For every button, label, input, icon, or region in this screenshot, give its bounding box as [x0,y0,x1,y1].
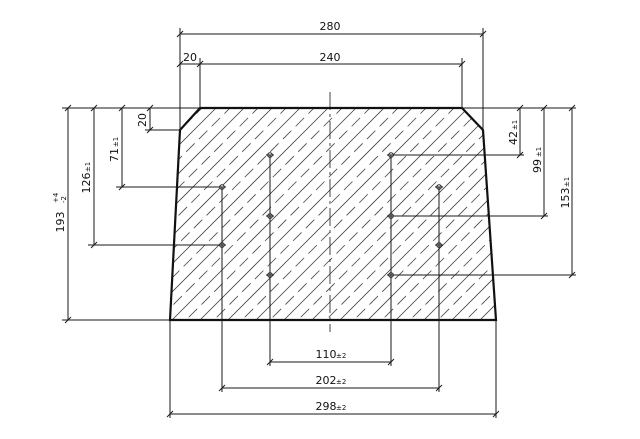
dim-right-42: 42 ±1 [507,120,520,145]
svg-text:-2: -2 [60,196,68,203]
dim-right-153: 153 ±1 [559,177,572,209]
dim-top-width: 280 [320,20,341,33]
svg-text:298: 298 [316,400,337,413]
dim-left-71: 71 ±1 [108,137,121,162]
svg-text:202: 202 [316,374,337,387]
svg-text:±1: ±1 [511,120,519,130]
svg-text:±1: ±1 [112,137,120,147]
svg-text:±2: ±2 [336,352,346,360]
svg-text:±2: ±2 [336,404,346,412]
dim-top-inner: 240 [320,51,341,64]
dim-left-126: 126 ±1 [80,162,93,194]
rebar-points [219,152,442,278]
svg-text:99: 99 [531,159,544,173]
svg-text:42: 42 [507,131,520,145]
svg-text:±2: ±2 [336,378,346,386]
extension-lines-top [179,28,484,130]
chamfer-vertical-dim [145,107,200,131]
section-outline [168,106,498,322]
svg-text:±1: ±1 [563,177,571,187]
svg-text:±1: ±1 [84,162,92,172]
svg-text:193: 193 [54,212,67,233]
point-ticks [218,154,443,276]
svg-text:126: 126 [80,173,93,194]
extension-lines-bottom [169,155,497,418]
svg-text:±1: ±1 [535,147,543,157]
svg-text:153: 153 [559,188,572,209]
dimension-lines-top [180,33,483,65]
section-hatching [170,108,496,320]
dim-chamfer-horizontal: 20 [183,51,197,64]
dim-chamfer-vertical: 20 [136,113,149,127]
dim-height: 193 +4 -2 [52,192,68,232]
dimension-lines-bottom [170,361,496,415]
svg-text:71: 71 [108,148,121,162]
dim-bottom-298: 298 ±2 [316,400,347,413]
dimension-lines-right [391,107,576,276]
dim-right-99: 99 ±1 [531,147,544,173]
svg-text:+4: +4 [52,192,60,203]
dimension-lines-left [62,107,222,321]
svg-text:110: 110 [316,348,337,361]
dim-bottom-202: 202 ±2 [316,374,347,387]
dim-bottom-110: 110 ±2 [316,348,347,361]
